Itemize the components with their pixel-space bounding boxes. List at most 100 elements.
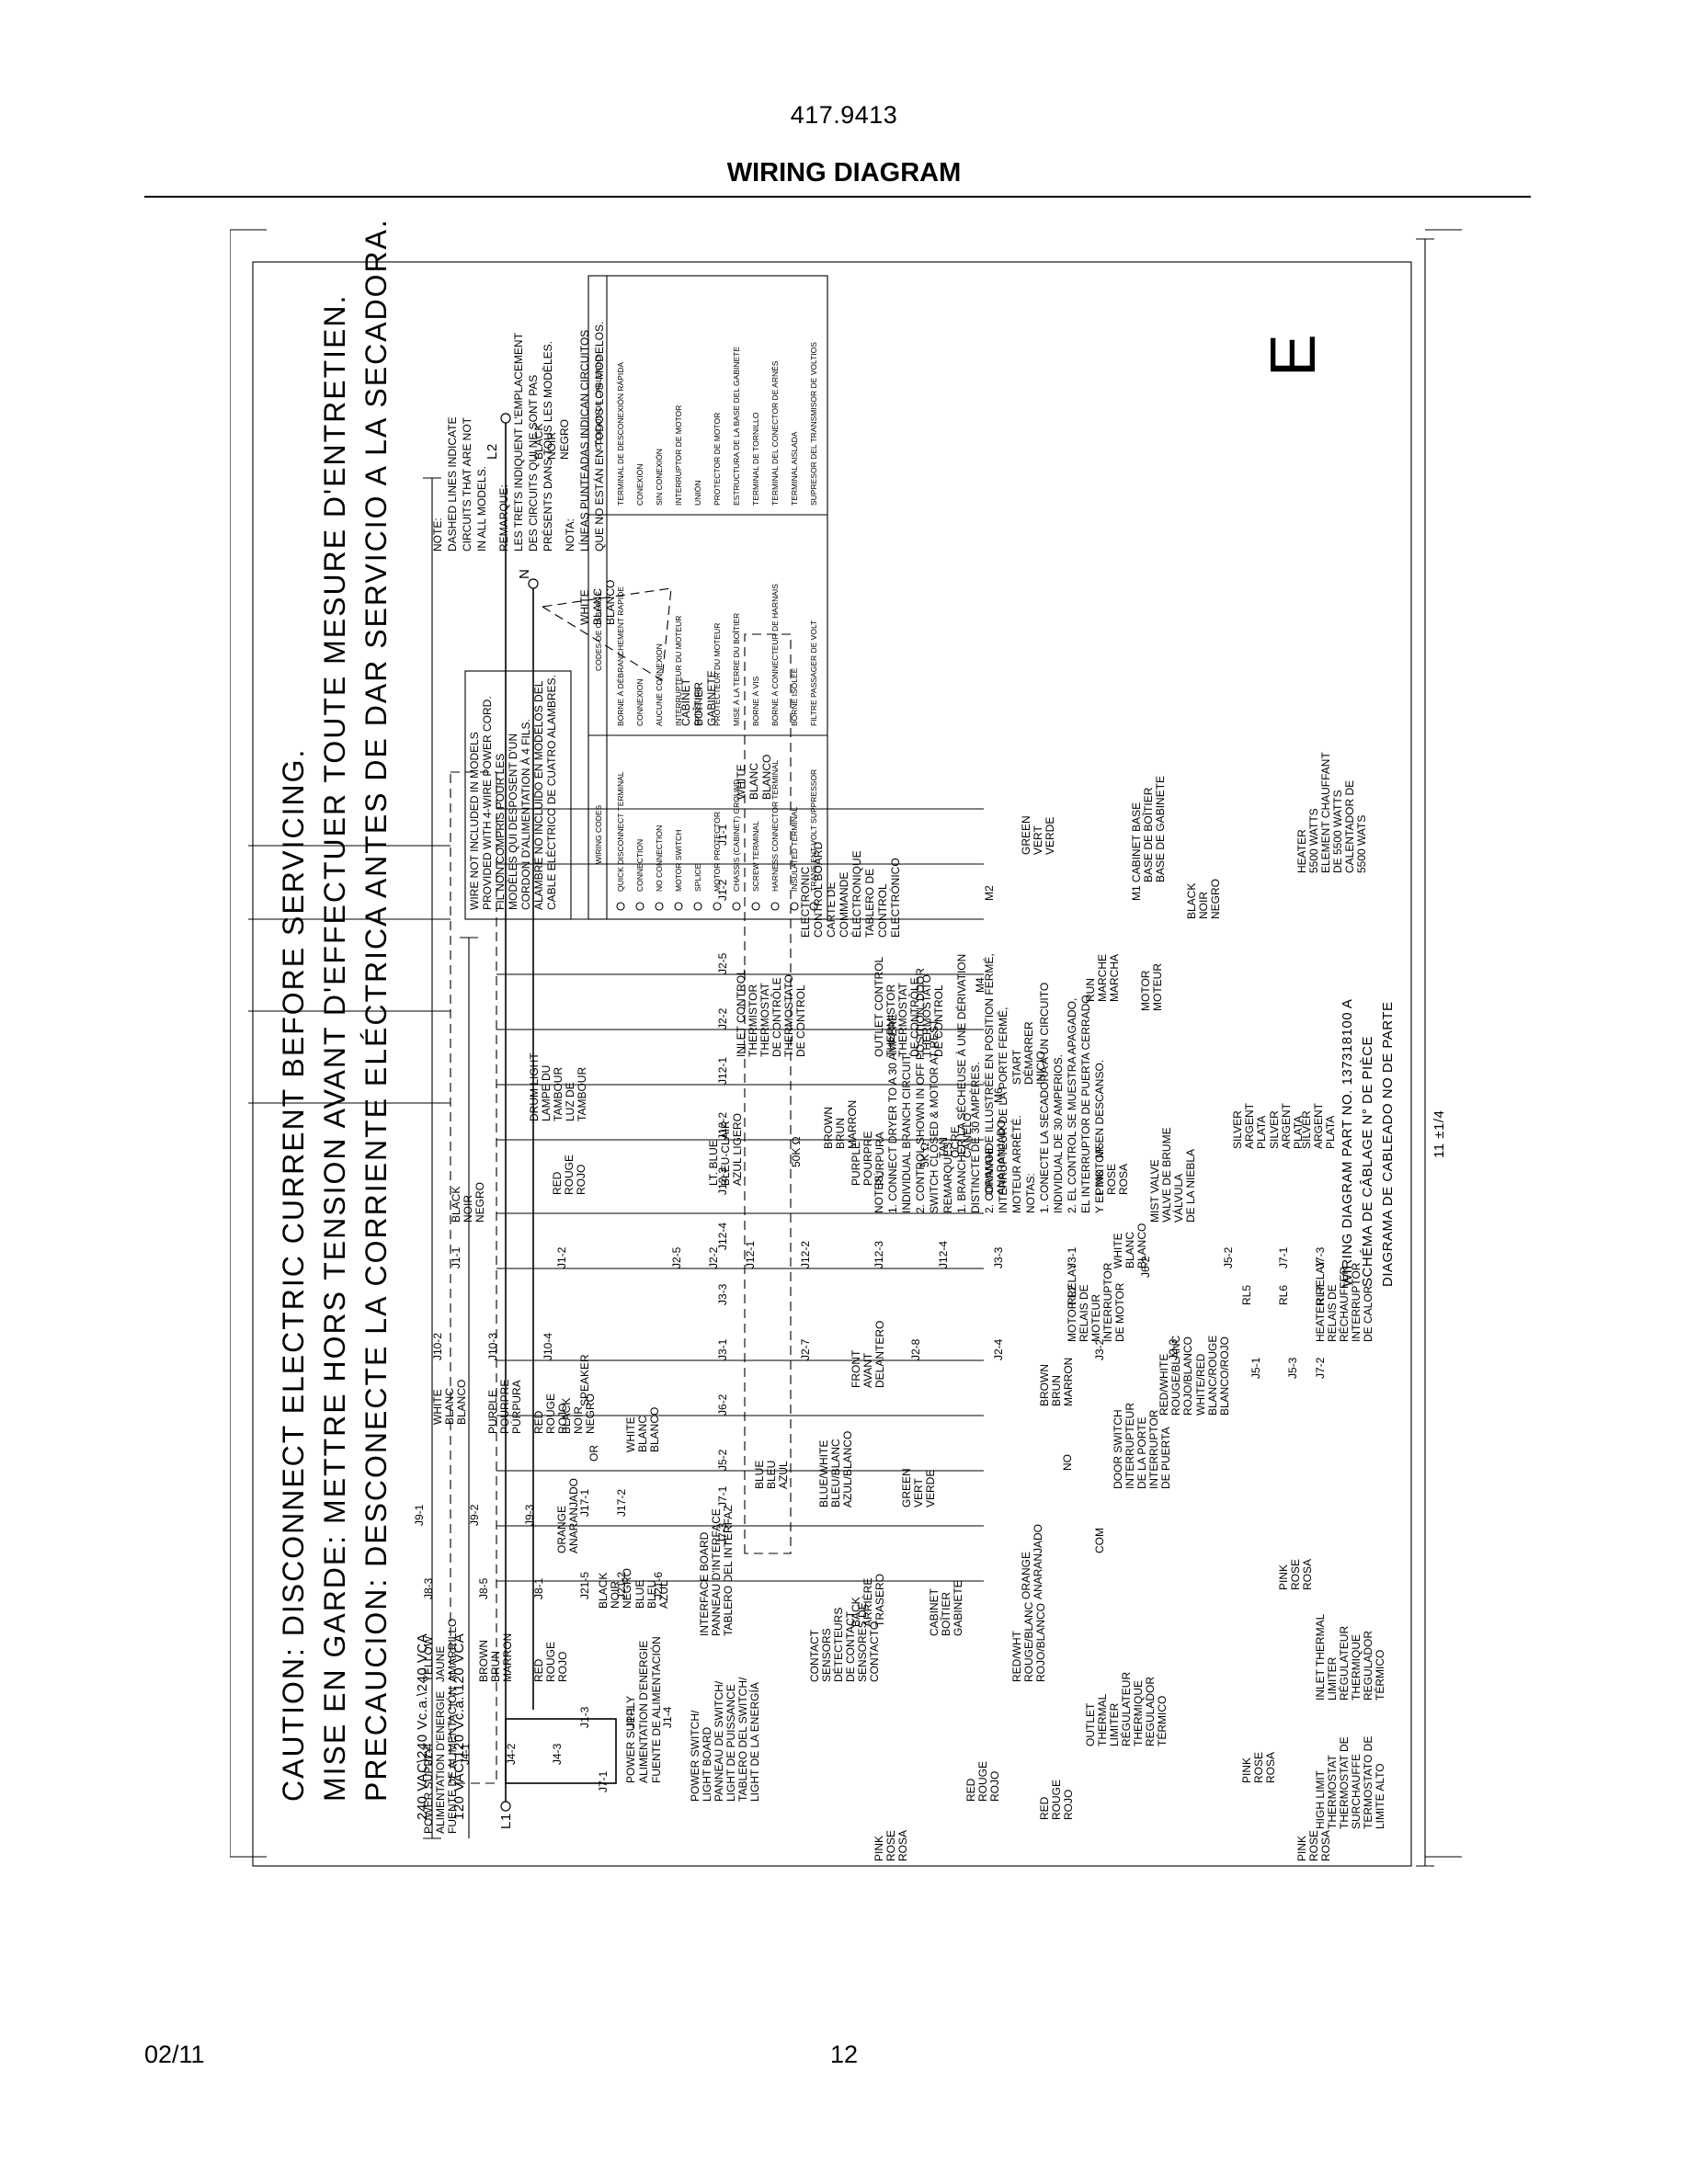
- label-inlet-thermal-5: TÉRMICO: [1373, 1650, 1386, 1701]
- legend-symbol-8: [770, 902, 780, 911]
- connector-j62: J6-2: [1139, 1256, 1152, 1278]
- connector-j103: J10-3: [486, 1333, 499, 1360]
- notes-line-0: NOTES:: [873, 1172, 885, 1213]
- label-brown3-1: BRUN: [1050, 1375, 1063, 1406]
- legend-frame: [587, 275, 828, 920]
- note-dashed-3: IN ALL MODELS.: [475, 466, 488, 552]
- label-orange1-0: ORANGE: [983, 1147, 996, 1195]
- label-outlet-thermal-4: THERMIQUE: [1132, 1680, 1145, 1746]
- label-blue1-2: AZUL: [657, 1580, 670, 1609]
- label-brown1-1: BRUN: [834, 1118, 847, 1149]
- label-black-j11-1: NOIR: [462, 1195, 474, 1223]
- connector-j23: J2-3: [1167, 1338, 1180, 1360]
- note-wire-5: ALAMBRE NO INCLUIDO EN MODELOS DEL: [532, 680, 545, 910]
- label-inlet-thermal-0: INLET THERMAL: [1314, 1613, 1327, 1701]
- label-brown1-2: MARRON: [846, 1100, 859, 1149]
- label-white3-2: BLANCO: [1135, 1223, 1148, 1268]
- legend-row-5-col-2: PROTECTOR DE MOTOR: [713, 413, 722, 506]
- legend-row-10-col-2: SUPRESOR DEL TRANSMISOR DE VOLTIOS: [809, 342, 818, 506]
- note-dashed-6: DES CIRCUITS QUI NE SONT PAS: [527, 375, 540, 552]
- label-cabinet2-1: BOÎTIER: [939, 1592, 952, 1636]
- label-black-j11-2: NEGRO: [473, 1182, 486, 1223]
- connector-j52: J5-2: [1222, 1246, 1235, 1268]
- label-heater-4: CALENTADOR DE: [1343, 780, 1356, 873]
- label-cabinet2-2: GABINETE: [952, 1580, 964, 1636]
- note-wire-1: PROVIDED WITH 4-WIRE POWER CORD.: [481, 696, 494, 910]
- label-purple1-2: PÚRPURA: [873, 1132, 886, 1186]
- note-dashed-2: CIRCUITS THAT ARE NOT: [461, 416, 473, 552]
- label-pink2-0: PINK: [1277, 1564, 1290, 1590]
- header-rule: [144, 196, 1531, 198]
- label-yellow-2: AMARRILLO: [446, 1619, 459, 1682]
- label-pink1-1: ROSE: [1105, 1164, 1118, 1195]
- terminal-n: [528, 578, 539, 589]
- connector-j121: J12-1: [744, 1241, 757, 1268]
- conn-j5-2: J5-2: [716, 1449, 729, 1471]
- label-outlet-control-3: DE CONTRÔLE: [907, 977, 921, 1057]
- label-mist-valve-0: MIST VALVE: [1148, 1159, 1161, 1223]
- label-high-limit-4: TERMOSTATO DE: [1362, 1736, 1374, 1829]
- legend-row-1-col-2: CONEXIÓN: [635, 464, 644, 506]
- label-drum-light-4: TAMBOUR: [576, 1067, 588, 1121]
- note-dashed-0: NOTE:: [431, 518, 444, 552]
- ecb-l7: CONTROL: [876, 883, 889, 938]
- conn-j6-2: J6-2: [716, 1393, 729, 1416]
- label-cabinet-base-0: CABINET BASE: [1130, 802, 1143, 882]
- connector-rl7: RL7: [1314, 1285, 1327, 1305]
- note-dashed-8: NOTA:: [564, 518, 576, 552]
- notes-line-14: 2. EL CONTROL SE MUESTRA APAGADO,: [1066, 998, 1078, 1213]
- part-number-en: WIRING DIAGRAM PART NO. 137318100 A: [1340, 999, 1355, 1287]
- connector-j71b: J7-1: [597, 1770, 610, 1792]
- label-pink4-0: PINK: [873, 1836, 885, 1861]
- label-outlet-control-0: OUTLET CONTROL: [873, 957, 885, 1057]
- label-cabinet2-0: CABINET: [928, 1587, 941, 1636]
- notes-block: NOTES:1. CONNECT DRYER TO A 30 AMPERE IN…: [873, 953, 1106, 1213]
- label-inlet-control-5: DE CONTROL: [794, 984, 807, 1057]
- white2-es: BLANCO: [760, 755, 773, 800]
- label-green1-2: VERDE: [1044, 817, 1056, 855]
- label-outlet-control-5: DE CONTROL: [932, 984, 945, 1057]
- label-front-1: AVANT: [861, 1352, 874, 1388]
- dimension-line: [1416, 238, 1434, 1867]
- label-door-switch-2: DE LA PORTE: [1135, 1417, 1148, 1489]
- label-pink5-0: PINK: [1295, 1836, 1308, 1861]
- legend-symbol-3: [674, 902, 683, 911]
- label-front-2: DELANTERO: [873, 1321, 886, 1388]
- label-white4-2: BLANCO: [648, 1407, 661, 1452]
- electronic-control-board: [744, 633, 792, 1554]
- connector-j216: J21-6: [652, 1572, 665, 1599]
- label-pink2-2: ROSA: [1301, 1559, 1314, 1590]
- notes-line-5: REMARQUES:: [941, 1139, 954, 1213]
- label-black2-1: NOIR: [1197, 892, 1210, 919]
- label-outlet-thermal-3: RÉGULATEUR: [1119, 1672, 1133, 1746]
- label-pink5-1: ROSE: [1307, 1830, 1320, 1861]
- label-blue2-1: BLEU: [765, 1461, 778, 1489]
- label-start-2: INICIO: [1034, 1051, 1047, 1085]
- legend-symbol-7: [751, 902, 760, 911]
- connector-rl2: RL2: [1066, 1285, 1078, 1305]
- label-no: NO: [1061, 1454, 1074, 1471]
- ecb-l6: TABLERO DE: [863, 869, 876, 938]
- label-or: OR: [587, 1445, 600, 1462]
- connector-j53: J5-3: [1286, 1357, 1299, 1379]
- label-red-white1-0: RED/WHITE: [1158, 1354, 1170, 1416]
- label-red3-0: RED: [532, 1410, 545, 1434]
- notes-line-12: 1. CONECTE LA SECADORA A UN CIRCUITO: [1038, 983, 1051, 1213]
- notes-lines: NOTES:1. CONNECT DRYER TO A 30 AMPERE IN…: [873, 953, 1106, 1213]
- label-l1: L1: [498, 1813, 514, 1829]
- note-wire-0: WIRE NOT INCLUDED IN MODELS: [468, 732, 481, 910]
- connector-j42: J4-2: [505, 1743, 518, 1765]
- label-start-0: START: [1010, 1049, 1023, 1085]
- label-purple2-2: PÚRPURA: [509, 1380, 523, 1434]
- label-n: N: [517, 569, 532, 579]
